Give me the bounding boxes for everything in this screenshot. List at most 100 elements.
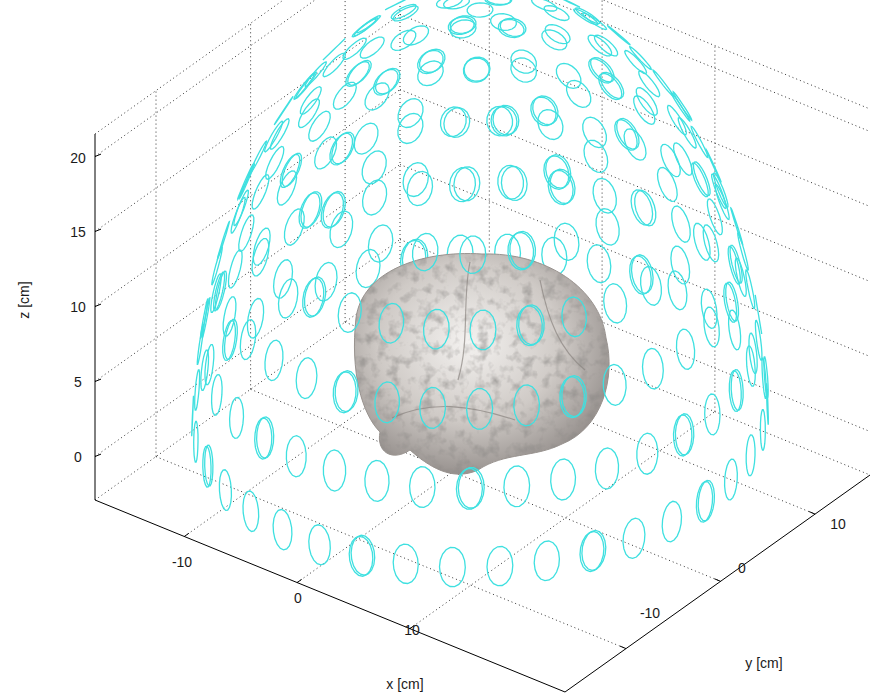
x-tick-label: 10	[404, 623, 420, 637]
sensor-circle	[519, 305, 544, 345]
axis-label: x [cm]	[386, 677, 423, 691]
grid-line	[95, 0, 400, 157]
sensor-circle	[576, 8, 600, 24]
sensor-circle	[252, 239, 269, 276]
sensor-circle	[554, 223, 579, 260]
sensor-circle	[675, 414, 693, 455]
sensor-circle	[746, 435, 755, 476]
sensor-circle	[348, 61, 371, 86]
sensor-circle	[595, 448, 618, 489]
sensor-circle	[470, 310, 496, 350]
brain-surface	[354, 254, 609, 475]
sensor-circle	[393, 6, 418, 21]
sensor-circle	[363, 180, 387, 215]
sensor-circle	[674, 415, 692, 456]
z-tick-label: 5	[74, 375, 82, 389]
sensor-circle	[533, 96, 558, 125]
sensor-circle	[354, 123, 378, 154]
sensor-circle	[323, 39, 345, 60]
y-tick-label: -10	[640, 606, 660, 620]
sensor-circle	[239, 215, 254, 251]
z-tick-label: 20	[70, 151, 86, 165]
sensor-circle	[591, 58, 614, 82]
sensor-circle	[240, 320, 255, 360]
sensor-circle	[747, 346, 756, 386]
sensor-circle	[420, 388, 446, 429]
sensor-circle	[343, 38, 366, 59]
sensor-circle	[243, 491, 259, 532]
sensor-circle	[460, 236, 486, 273]
sensor-circle	[508, 233, 534, 270]
x-tick-label: 0	[294, 591, 302, 605]
sensor-circle	[212, 375, 223, 416]
sensor-circle	[440, 548, 466, 587]
sensor-circle	[603, 364, 626, 405]
grid-line	[250, 23, 251, 389]
sensor-circle	[760, 410, 765, 451]
y-axis	[565, 475, 870, 692]
sensor-circle	[420, 49, 445, 72]
sensor-circle	[338, 293, 361, 333]
sensor-circle	[593, 178, 616, 213]
sensor-circle	[542, 30, 567, 50]
sensor-circle	[296, 358, 317, 399]
sensor-circle	[643, 348, 664, 389]
sensor-circle	[510, 231, 536, 268]
sensor-circle	[668, 271, 687, 310]
sensor-circle	[486, 0, 512, 5]
sensor-circle	[514, 385, 540, 426]
sensor-circle	[639, 71, 660, 97]
grid-line	[156, 457, 626, 649]
sensor-circle	[562, 297, 586, 337]
sensor-circle	[584, 140, 608, 172]
sensor-circle	[335, 371, 358, 412]
sensor-circle	[641, 267, 662, 306]
sensor-circle	[332, 132, 354, 163]
sensor-circle	[567, 80, 591, 107]
sensor-circle	[458, 468, 484, 508]
z-axis	[95, 134, 96, 500]
sensor-circle	[464, 58, 490, 82]
sensor-circle	[589, 59, 612, 83]
box-edge	[400, 0, 401, 283]
grid-line	[156, 91, 157, 457]
tick-mark	[95, 229, 101, 231]
tick-mark	[715, 579, 721, 582]
sensor-circle	[282, 153, 301, 186]
sensor-circle	[305, 62, 326, 87]
sensor-circle	[229, 250, 243, 288]
grid-line	[95, 90, 400, 307]
sensor-circle	[691, 126, 708, 157]
sensor-circle	[694, 162, 711, 196]
sensor-circle	[444, 0, 470, 9]
sensor-circle	[352, 19, 376, 37]
sensor-circle	[230, 398, 244, 439]
z-tick-label: 15	[70, 225, 86, 239]
sensor-circle	[596, 209, 619, 245]
sensor-circle	[534, 541, 559, 581]
sensor-circle	[296, 72, 316, 98]
sensor-circle	[562, 376, 586, 417]
sensor-circle	[623, 518, 645, 558]
sensor-circle	[277, 171, 296, 205]
sensor-circle	[403, 163, 428, 197]
sensor-circle	[511, 58, 537, 82]
sensor-circle	[410, 467, 435, 508]
sensor-circle	[704, 307, 719, 347]
sensor-circle	[467, 389, 493, 430]
sensor-circle	[252, 175, 269, 209]
sensor-circle	[582, 530, 606, 570]
sensor-circle	[731, 370, 743, 411]
sensor-circle	[632, 255, 654, 293]
axis-label: z [cm]	[17, 281, 31, 318]
sensor-circle	[223, 297, 236, 336]
sensor-circle	[755, 295, 762, 334]
grid-lines	[95, 0, 870, 649]
sensor-circle	[365, 83, 389, 110]
z-tick-label: 0	[74, 450, 82, 464]
sensor-circle	[556, 63, 581, 88]
sensor-circle	[726, 282, 739, 321]
sensor-circle	[677, 329, 695, 369]
